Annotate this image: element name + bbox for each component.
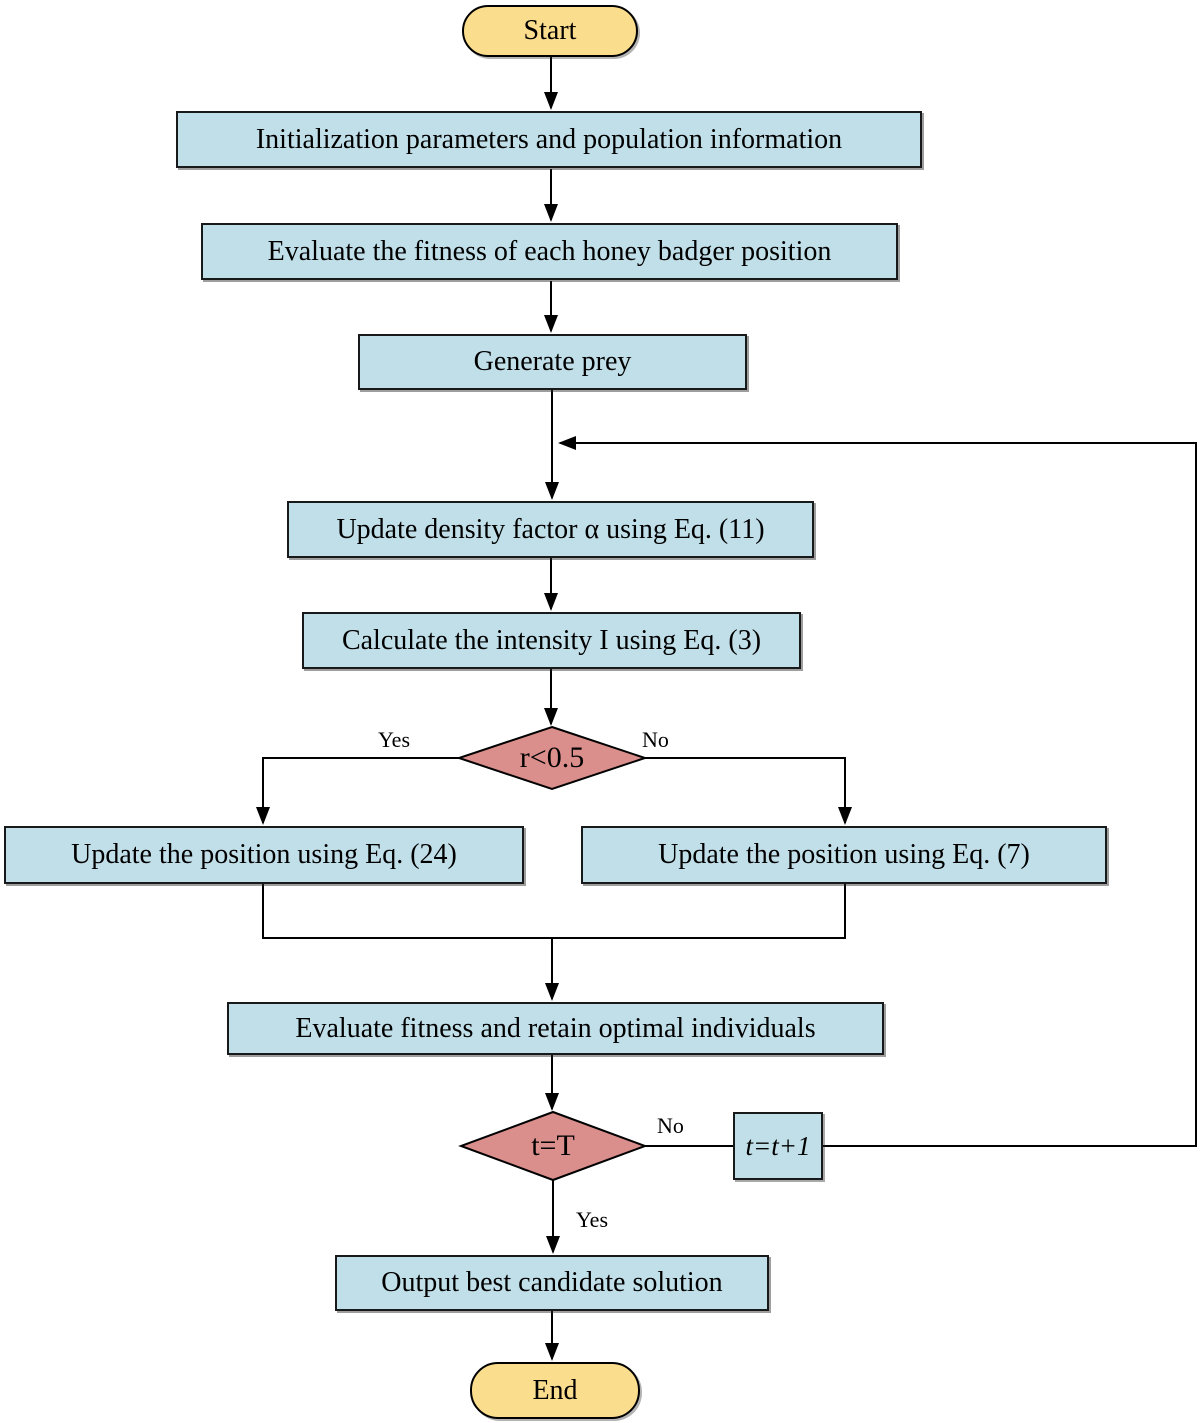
decision-t-label: t=T (531, 1129, 575, 1162)
decision-r-label: r<0.5 (519, 741, 585, 774)
calculate-intensity-node: Calculate the intensity I using Eq. (3) (302, 612, 801, 669)
update-density-node: Update density factor α using Eq. (11) (287, 501, 814, 558)
end-node: End (470, 1362, 640, 1419)
output-solution-node: Output best candidate solution (335, 1255, 769, 1311)
decision-t-no-label: No (657, 1113, 684, 1138)
decision-r-no-label: No (642, 727, 669, 752)
update-position-eq24-node: Update the position using Eq. (24) (4, 826, 524, 884)
increment-counter-node: t=t+1 (733, 1112, 823, 1180)
decision-r-diamond (455, 725, 649, 791)
edge-loop-return (558, 436, 1197, 1147)
evaluate-fitness-node: Evaluate the fitness of each honey badge… (201, 223, 898, 280)
evaluate-retain-node: Evaluate fitness and retain optimal indi… (227, 1002, 884, 1055)
edge-decision-r-yes (256, 757, 459, 825)
initialization-node: Initialization parameters and population… (176, 111, 922, 168)
start-node: Start (462, 5, 638, 57)
update-position-eq7-node: Update the position using Eq. (7) (581, 826, 1107, 884)
edge-decision-r-no (645, 757, 852, 825)
decision-t-yes-label: Yes (576, 1207, 609, 1232)
decision-r-yes-label: Yes (378, 727, 411, 752)
generate-prey-node: Generate prey (358, 334, 747, 390)
decision-t-diamond (458, 1110, 648, 1182)
